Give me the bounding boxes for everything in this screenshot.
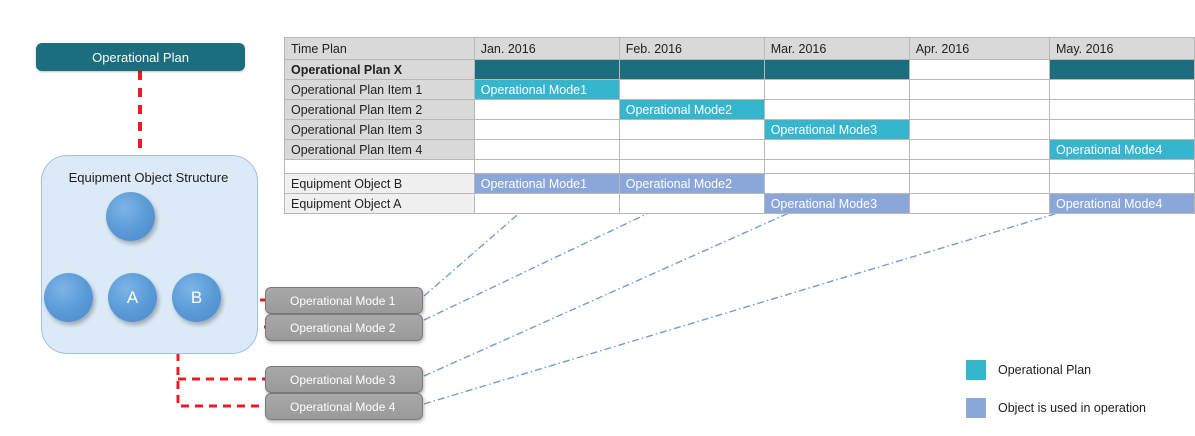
table-cell[interactable] — [1048, 119, 1195, 140]
table-row-label: Operational Plan Item 4 — [284, 139, 475, 160]
table-cell[interactable] — [908, 59, 1050, 80]
table-row-label: Equipment Object A — [284, 193, 475, 214]
table-row-label: Operational Plan Item 3 — [284, 119, 475, 140]
table-cell[interactable] — [473, 193, 620, 214]
table-cell[interactable] — [908, 173, 1050, 194]
table-spacer-cell — [763, 159, 910, 174]
table-cell[interactable] — [763, 139, 910, 160]
table-cell[interactable] — [473, 139, 620, 160]
table-spacer-cell — [284, 159, 475, 174]
table-cell[interactable] — [1048, 79, 1195, 100]
equipment-node-a[interactable]: A — [108, 273, 157, 322]
legend-swatch-operational-plan — [966, 360, 986, 380]
table-cell[interactable] — [908, 139, 1050, 160]
legend-label-operational-plan: Operational Plan — [998, 363, 1092, 377]
table-row-label: Operational Plan X — [284, 59, 475, 80]
table-cell[interactable]: Operational Mode4 — [1048, 139, 1195, 160]
legend: Operational Plan Object is used in opera… — [966, 360, 1146, 436]
table-cell[interactable] — [473, 119, 620, 140]
operational-mode-box-2[interactable]: Operational Mode 2 — [265, 314, 423, 341]
table-cell[interactable] — [763, 99, 910, 120]
operational-plan-box-label: Operational Plan — [92, 49, 189, 65]
table-cell[interactable] — [618, 59, 765, 80]
table-cell[interactable] — [1048, 173, 1195, 194]
equipment-node-root[interactable] — [106, 192, 155, 241]
equipment-node-a-label: A — [126, 287, 139, 307]
equipment-node-child1[interactable] — [44, 273, 93, 322]
table-spacer-cell — [618, 159, 765, 174]
equipment-object-structure-container — [41, 155, 258, 354]
equipment-node-b[interactable]: B — [172, 273, 221, 322]
table-row-label: Equipment Object B — [284, 173, 475, 194]
table-cell[interactable] — [908, 193, 1050, 214]
table-corner-header: Time Plan — [284, 37, 475, 60]
table-cell[interactable] — [763, 173, 910, 194]
table-spacer-cell — [908, 159, 1050, 174]
table-row[interactable]: Equipment Object A Operational Mode3 Opera… — [284, 193, 1195, 214]
table-cell[interactable] — [473, 59, 620, 80]
legend-item-operational-plan: Operational Plan — [966, 360, 1146, 380]
legend-label-object-used: Object is used in operation — [998, 401, 1147, 415]
table-spacer-row — [284, 159, 1195, 174]
table-cell[interactable] — [908, 99, 1050, 120]
table-cell[interactable]: Operational Mode4 — [1048, 193, 1195, 214]
table-cell[interactable]: Operational Mode2 — [618, 99, 765, 120]
table-month-header: Feb. 2016 — [618, 37, 765, 60]
table-cell[interactable] — [1048, 99, 1195, 120]
operational-mode-box-4-label: Operational Mode 4 — [290, 399, 396, 414]
table-cell[interactable] — [908, 79, 1050, 100]
equipment-node-b-label: B — [190, 287, 203, 307]
table-month-header: Mar. 2016 — [763, 37, 910, 60]
operational-plan-box[interactable]: Operational Plan — [36, 43, 245, 71]
table-cell[interactable]: Operational Mode3 — [763, 193, 910, 214]
table-cell[interactable] — [618, 119, 765, 140]
table-month-header: May. 2016 — [1048, 37, 1195, 60]
table-spacer-cell — [1048, 159, 1195, 174]
table-row[interactable]: Operational Plan Item 4 Operational Mode4 — [284, 139, 1195, 160]
table-cell[interactable] — [763, 79, 910, 100]
table-cell[interactable] — [618, 193, 765, 214]
table-month-header: Apr. 2016 — [908, 37, 1050, 60]
table-spacer-cell — [473, 159, 620, 174]
table-cell[interactable]: Operational Mode1 — [473, 79, 620, 100]
table-cell[interactable]: Operational Mode3 — [763, 119, 910, 140]
table-month-header: Jan. 2016 — [473, 37, 620, 60]
legend-swatch-object-used — [966, 398, 986, 418]
table-cell[interactable]: Operational Mode1 — [473, 173, 620, 194]
table-cell[interactable]: Operational Mode2 — [618, 173, 765, 194]
legend-item-object-used: Object is used in operation — [966, 398, 1146, 418]
equipment-object-structure-label: Equipment Object Structure — [68, 170, 229, 185]
table-row-label: Operational Plan Item 2 — [284, 99, 475, 120]
table-row[interactable]: Operational Plan Item 2 Operational Mode2 — [284, 99, 1195, 120]
table-row[interactable]: Operational Plan Item 3 Operational Mode3 — [284, 119, 1195, 140]
table-cell[interactable] — [1048, 59, 1195, 80]
table-cell[interactable] — [618, 139, 765, 160]
table-cell[interactable] — [473, 99, 620, 120]
table-cell[interactable] — [763, 59, 910, 80]
operational-mode-box-3-label: Operational Mode 3 — [290, 372, 396, 387]
operational-mode-box-4[interactable]: Operational Mode 4 — [265, 393, 423, 420]
table-cell[interactable] — [618, 79, 765, 100]
table-cell[interactable] — [908, 119, 1050, 140]
operational-mode-box-1-label: Operational Mode 1 — [290, 293, 396, 308]
table-row[interactable]: Operational Plan X — [284, 59, 1195, 80]
operational-mode-box-2-label: Operational Mode 2 — [290, 320, 396, 335]
table-row-label: Operational Plan Item 1 — [284, 79, 475, 100]
operational-mode-box-1[interactable]: Operational Mode 1 — [265, 287, 423, 314]
operational-mode-box-3[interactable]: Operational Mode 3 — [265, 366, 423, 393]
